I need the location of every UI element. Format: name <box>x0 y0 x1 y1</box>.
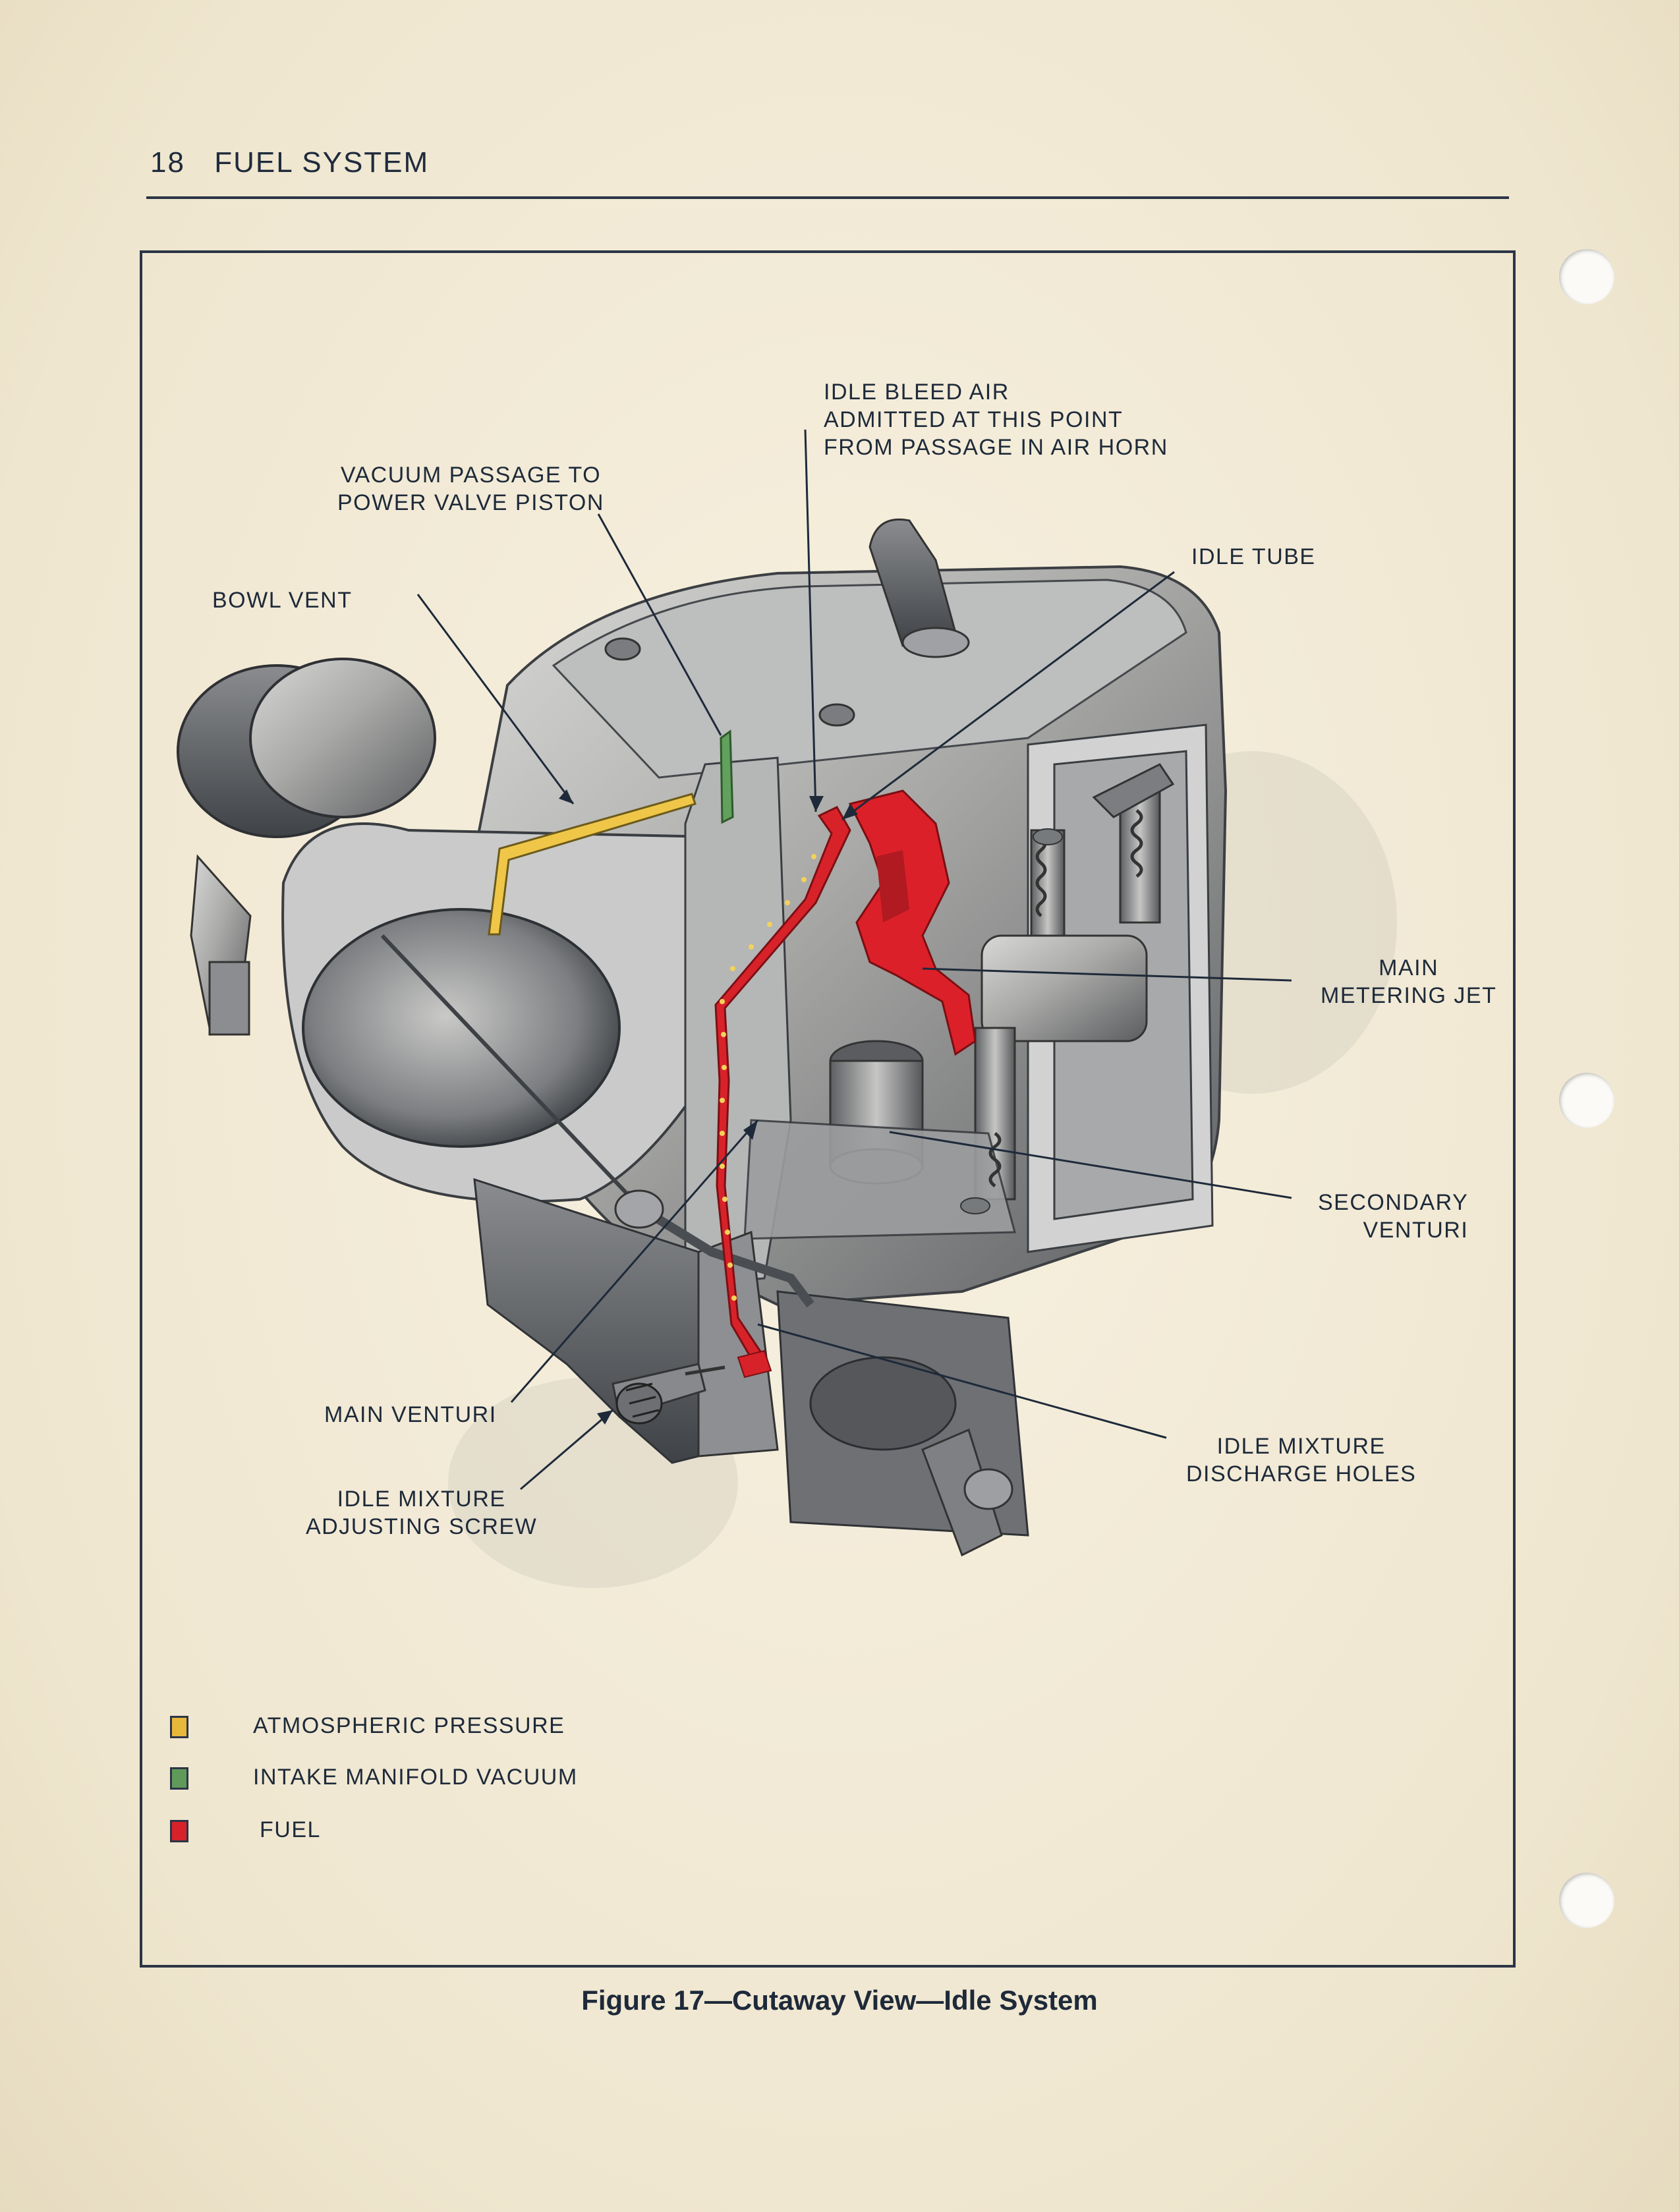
leader-arrowheads <box>559 789 858 1425</box>
legend-swatch-red <box>170 1820 188 1842</box>
secondary-venturi-part <box>743 1040 1016 1240</box>
label-idle-mixture-adjusting-screw: IDLE MIXTURE ADJUSTING SCREW <box>306 1487 538 1539</box>
section-title: FUEL SYSTEM <box>214 146 430 179</box>
idle-mixture-screw-part <box>612 1363 726 1425</box>
float-assembly <box>974 763 1175 1201</box>
label-vacuum-passage: VACUUM PASSAGE TO POWER VALVE PISTON <box>337 463 604 515</box>
page-number: 18 <box>150 146 185 179</box>
label-secondary-venturi: SECONDARY VENTURI <box>1318 1190 1469 1243</box>
choke-housing <box>177 658 436 1036</box>
legend-label: ATMOSPHERIC PRESSURE <box>253 1713 565 1738</box>
intake-vacuum-passage <box>720 729 734 824</box>
linkage-springs <box>960 808 1143 1214</box>
legend-label: FUEL <box>260 1817 321 1842</box>
label-bowl-vent: BOWL VENT <box>212 588 353 613</box>
binder-hole-bottom <box>1559 1873 1614 1928</box>
fuel-passage <box>714 789 977 1378</box>
label-main-venturi: MAIN VENTURI <box>324 1402 497 1427</box>
label-idle-tube: IDLE TUBE <box>1191 544 1316 569</box>
binder-hole-top <box>1559 249 1614 304</box>
label-idle-bleed-air: IDLE BLEED AIR ADMITTED AT THIS POINT FR… <box>824 380 1168 460</box>
label-main-metering-jet: MAIN METERING JET <box>1321 955 1497 1008</box>
air-horn-bore <box>281 822 713 1221</box>
legend-swatch-green <box>170 1767 188 1790</box>
legend-swatch-yellow <box>170 1716 188 1738</box>
header-rule <box>146 196 1509 199</box>
binder-hole-middle <box>1559 1073 1614 1128</box>
legend-label: INTAKE MANIFOLD VACUUM <box>253 1765 578 1790</box>
atmospheric-pressure-passage <box>488 793 697 936</box>
leader-lines <box>416 429 1292 1490</box>
label-idle-mixture-discharge-holes: IDLE MIXTURE DISCHARGE HOLES <box>1186 1434 1417 1487</box>
figure-frame <box>140 250 1516 1968</box>
figure-caption: Figure 17—Cutaway View—Idle System <box>581 1985 1098 2016</box>
page-header: 18 FUEL SYSTEM <box>150 146 429 186</box>
